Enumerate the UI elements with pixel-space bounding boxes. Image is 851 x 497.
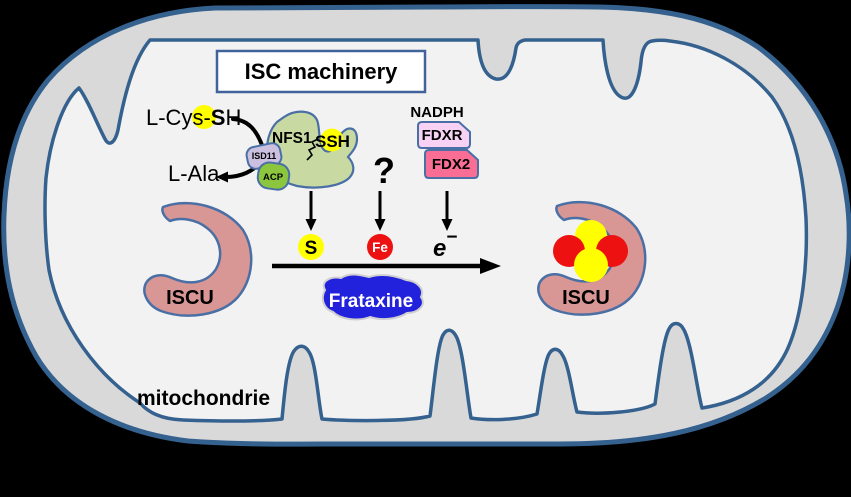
iron-label: Fe bbox=[372, 240, 388, 255]
iscu-left-label: ISCU bbox=[166, 287, 214, 309]
fdxr-box bbox=[417, 121, 471, 149]
persulfide-ball bbox=[320, 128, 344, 152]
alanine-label: L-Ala bbox=[168, 161, 220, 186]
iron-ball bbox=[367, 234, 393, 260]
acp-shape bbox=[256, 161, 291, 191]
frataxin-label: Frataxine bbox=[329, 291, 413, 312]
fdxr-label: FDXR bbox=[422, 127, 463, 144]
cysteine-s: S bbox=[211, 105, 226, 130]
persulfide-squiggle-line bbox=[306, 138, 319, 161]
mitochondrie-label: mitochondrie bbox=[137, 387, 270, 410]
cysteine-sulfur-highlight bbox=[192, 105, 216, 129]
cysteine-to-nfs1-line bbox=[231, 117, 265, 150]
sulfur-label: S bbox=[305, 238, 318, 259]
cysteine-prefix: L-Cys- bbox=[146, 105, 211, 130]
isc-machinery-title-box bbox=[215, 49, 427, 94]
nadph-label: NADPH bbox=[410, 104, 463, 121]
electron-base: e bbox=[433, 235, 446, 262]
fdx2-box bbox=[424, 149, 479, 179]
question-mark: ? bbox=[373, 150, 395, 191]
acp-rect bbox=[256, 161, 291, 191]
iscu-right-label: ISCU bbox=[562, 287, 610, 309]
mitochondrion-inner-membrane bbox=[43, 38, 809, 423]
frataxin-shape bbox=[321, 273, 424, 321]
electron-sup: − bbox=[446, 227, 457, 248]
persulfide-label: SSH bbox=[315, 132, 350, 151]
isd11-label: ISD11 bbox=[252, 151, 277, 161]
acp-label: ACP bbox=[263, 172, 284, 183]
nfs1-label: NFS1 bbox=[272, 130, 312, 147]
iscu-left-shape bbox=[143, 201, 253, 317]
fdx2-label: FDX2 bbox=[432, 156, 470, 173]
sulfur-ball bbox=[298, 234, 324, 260]
cysteine-label: L-Cys-SH bbox=[146, 105, 241, 130]
cluster-sulfur-ball-bottom bbox=[574, 248, 608, 282]
electron-label: e− bbox=[433, 227, 457, 262]
isc-machinery-title: ISC machinery bbox=[245, 59, 399, 84]
iscu-right-shape bbox=[537, 200, 647, 316]
